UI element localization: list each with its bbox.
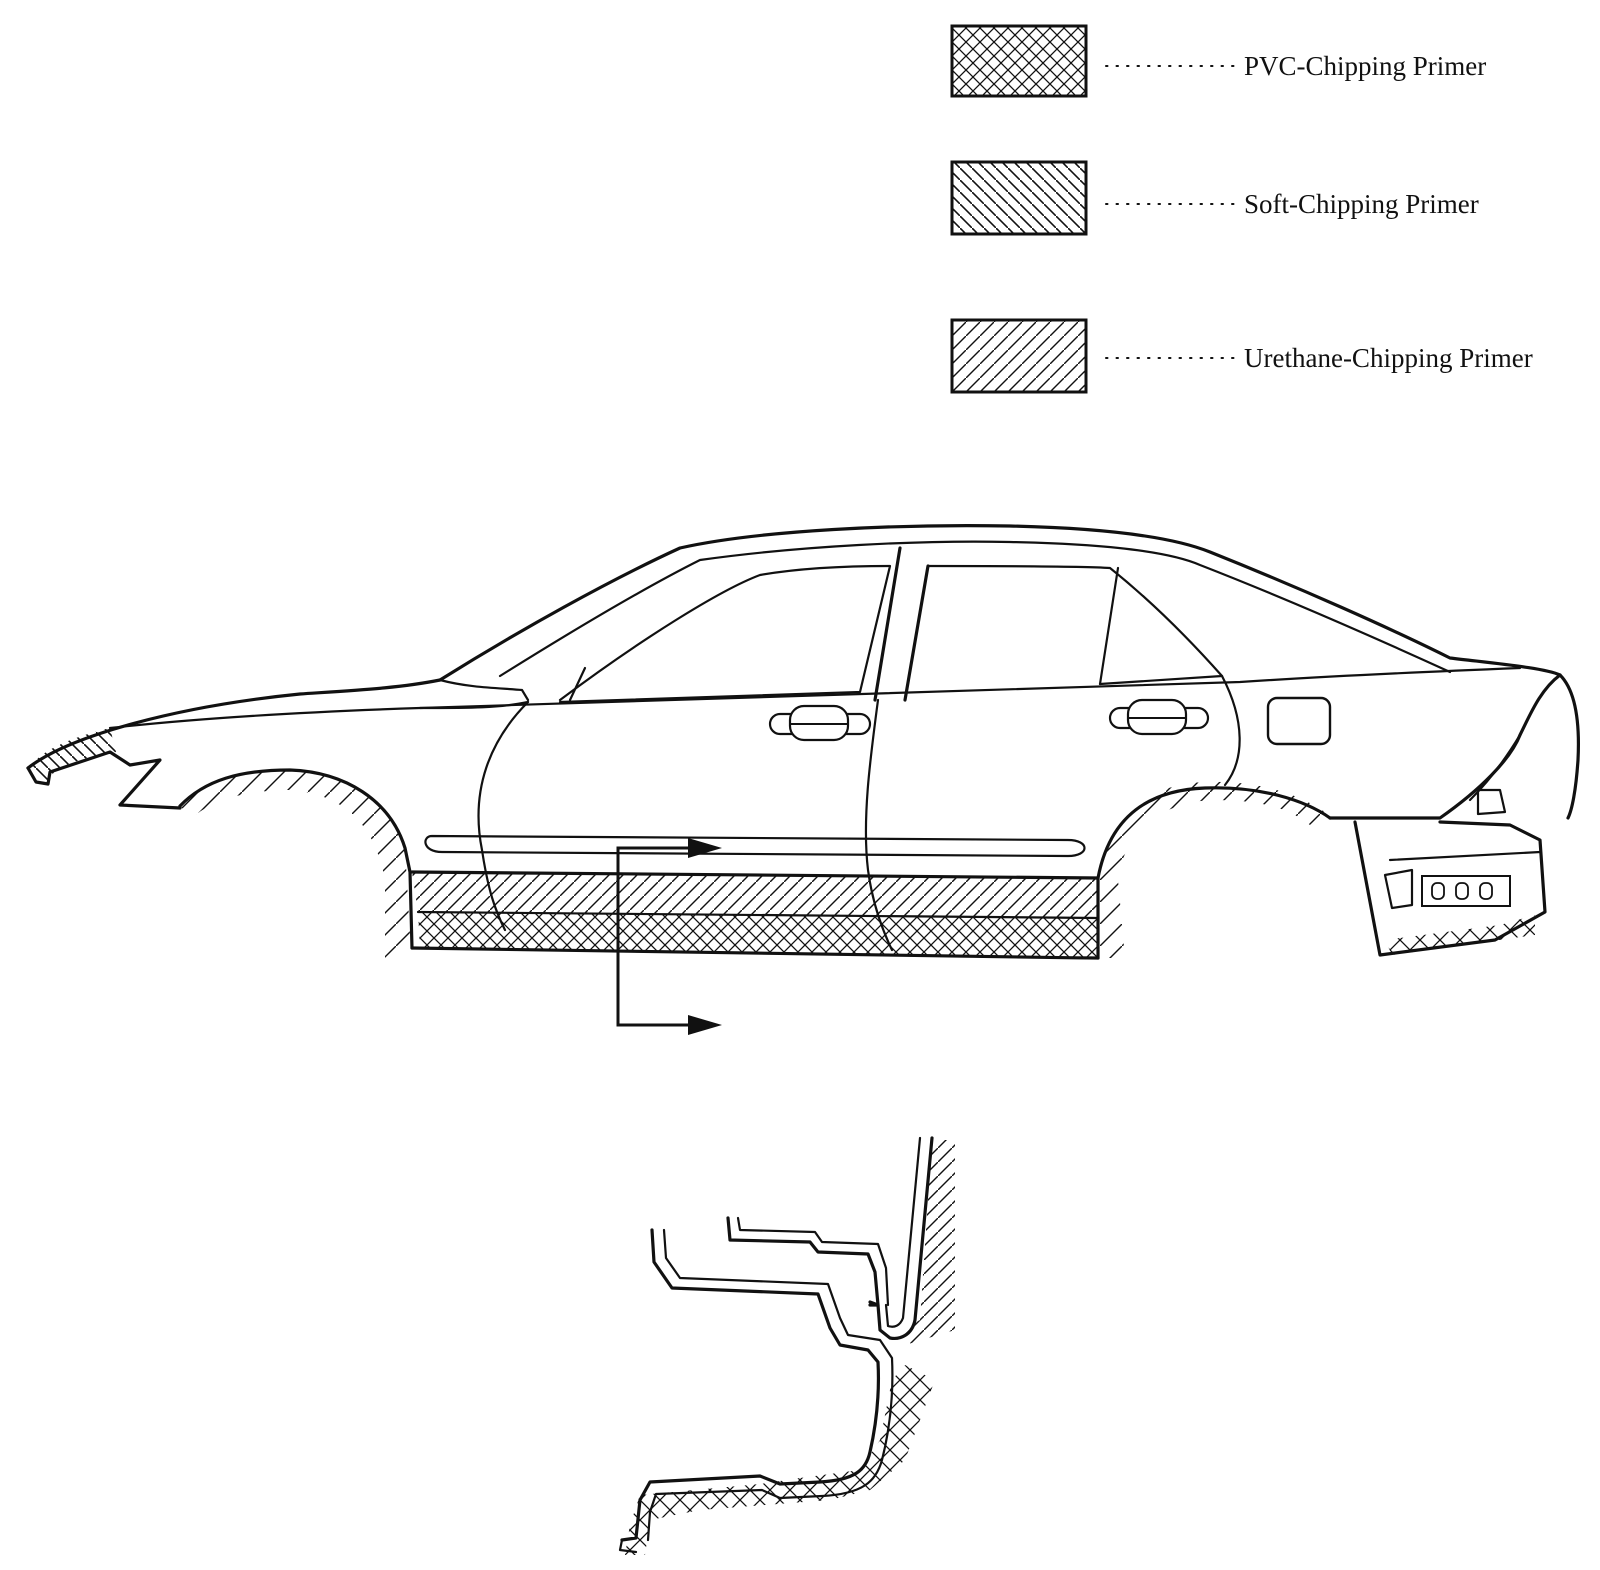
rear-bumper-panel — [1383, 868, 1414, 910]
soft-label: Soft-Chipping Primer — [1244, 189, 1479, 219]
rear-bumper-slots — [1421, 875, 1511, 907]
section-upper-flange-inner — [736, 1216, 890, 1307]
front-bumper-edge — [26, 750, 182, 810]
side-molding — [424, 834, 1086, 858]
legend: PVC-Chipping Primer Soft-Chipping Primer… — [950, 24, 1533, 394]
roof-inner-line — [498, 540, 1452, 678]
urethane-label: Urethane-Chipping Primer — [1244, 343, 1533, 373]
b-pillar — [873, 546, 930, 702]
rocker-urethane-band — [412, 872, 1098, 918]
roof-outline — [438, 524, 1562, 682]
pvc-label: PVC-Chipping Primer — [1244, 51, 1486, 81]
section-outer-panel-inner — [884, 1136, 922, 1328]
section-outer-panel — [868, 1136, 934, 1341]
rocker-panel-outline — [410, 870, 1100, 960]
fuel-door — [1266, 696, 1332, 746]
rear-lower-pvc — [1385, 915, 1535, 955]
section-main-profile — [620, 1228, 881, 1542]
section-main-profile-inner — [646, 1228, 894, 1542]
a-pillar — [438, 678, 530, 702]
section-arrow-upper-icon — [688, 838, 722, 858]
section-lower-flange — [618, 1538, 638, 1554]
rear-door-handle — [1108, 698, 1210, 736]
rocker-cross-section — [618, 1136, 955, 1555]
pvc-swatch — [950, 24, 1088, 98]
rear-door-window — [926, 564, 1224, 686]
section-cut-indicator — [616, 838, 722, 1035]
rear-wheel-arch — [1096, 786, 1332, 960]
rear-lamp-recess — [1476, 788, 1507, 816]
belt-line — [418, 666, 1522, 710]
section-upper-flange — [726, 1216, 880, 1307]
trunk-inner-line — [1468, 733, 1522, 802]
legend-item-soft: Soft-Chipping Primer — [950, 160, 1479, 236]
legend-item-urethane: Urethane-Chipping Primer — [950, 318, 1533, 394]
section-pvc-hatch — [625, 1365, 935, 1555]
rocker-divider — [416, 910, 1100, 920]
section-arrow-lower-icon — [688, 1015, 722, 1035]
rear-bumper-outline — [1353, 820, 1547, 957]
front-wheel-arch-hatch — [180, 770, 410, 958]
urethane-swatch — [950, 318, 1088, 394]
rear-wheel-arch-hatch — [1100, 781, 1325, 958]
legend-item-pvc: PVC-Chipping Primer — [950, 24, 1486, 98]
front-door-leading-edge — [477, 700, 530, 932]
front-window-inner — [568, 666, 587, 702]
hood-front-hatch — [28, 728, 116, 782]
rear-bumper-upper-line — [1388, 850, 1542, 862]
c-pillar-line — [1098, 566, 1120, 686]
rocker-pvc-band — [418, 912, 1098, 958]
section-urethane-hatch — [900, 1140, 955, 1345]
front-door-trailing-edge — [864, 698, 894, 952]
soft-swatch — [950, 160, 1088, 236]
hood-outline — [26, 678, 442, 770]
rear-quarter-outline — [1328, 673, 1580, 820]
rear-door-trailing-edge — [1220, 674, 1241, 787]
front-door-window — [558, 564, 892, 704]
front-wheel-arch — [178, 768, 414, 950]
front-door-handle — [768, 704, 872, 742]
car-side-view — [26, 524, 1580, 1035]
